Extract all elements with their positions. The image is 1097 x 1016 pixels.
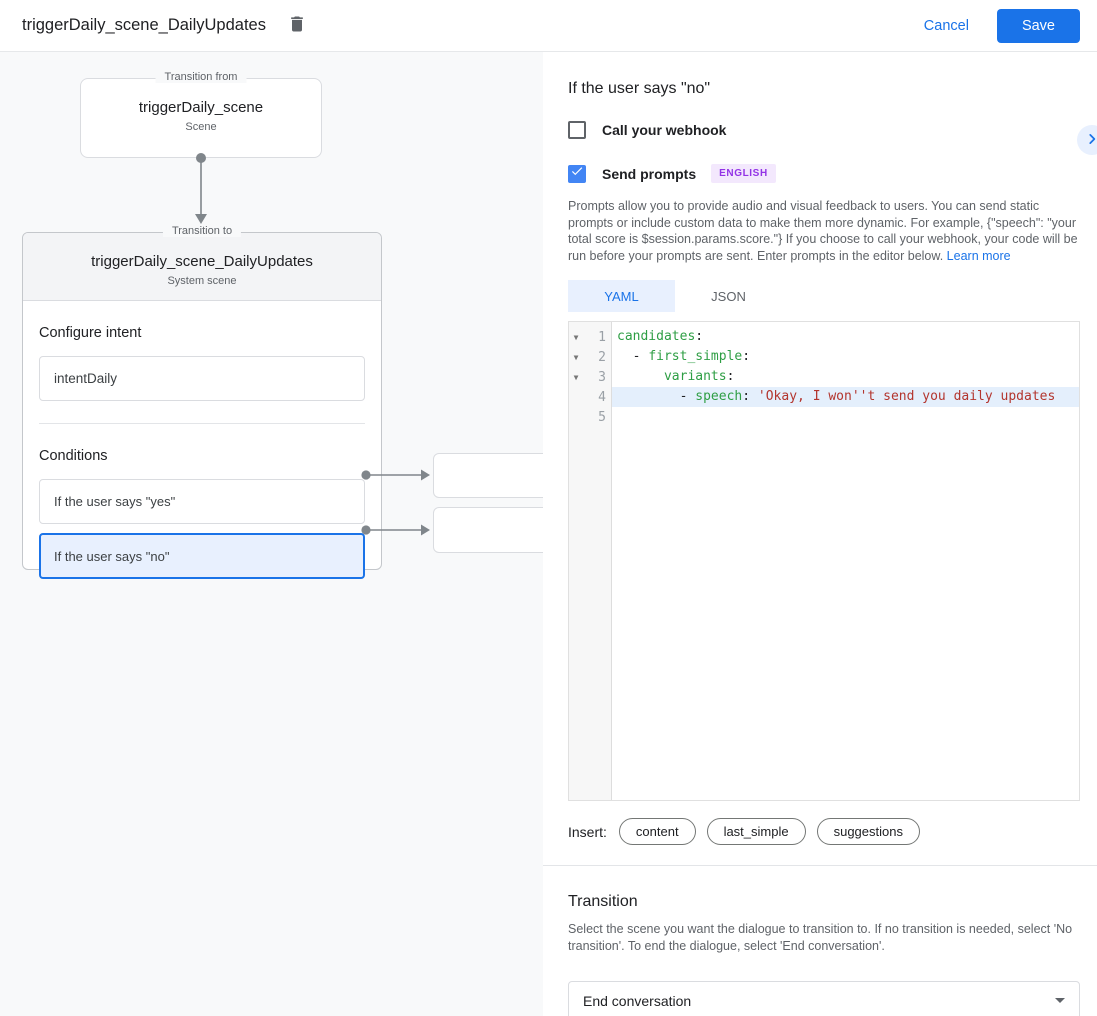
transition-select[interactable]: End conversation xyxy=(568,981,1080,1016)
code-line[interactable]: variants: xyxy=(663,369,735,384)
from-scene-type: Scene xyxy=(185,121,217,133)
gutter-row: ▼2 xyxy=(569,347,611,367)
transition-to-card: Transition to triggerDaily_scene_DailyUp… xyxy=(22,225,382,579)
scene-diagram-canvas: Transition from triggerDaily_scene Scene… xyxy=(0,52,543,1016)
page-title: triggerDaily_scene_DailyUpdates xyxy=(22,16,266,34)
line-number: 5 xyxy=(598,409,606,425)
condition-item-yes[interactable]: If the user says "yes" xyxy=(39,479,365,524)
configure-intent-label: Configure intent xyxy=(39,325,142,341)
send-prompts-checkbox[interactable] xyxy=(568,164,586,183)
prompts-description-text: Prompts allow you to provide audio and v… xyxy=(568,199,1078,263)
transition-section-title: Transition xyxy=(568,893,638,910)
fold-arrow-icon[interactable]: ▼ xyxy=(573,332,579,342)
webhook-checkbox-label: Call your webhook xyxy=(602,122,727,138)
condition-detail-panel: If the user says "no" Call your webhook … xyxy=(543,52,1097,1016)
to-scene-name: triggerDaily_scene_DailyUpdates xyxy=(91,253,313,270)
webhook-checkbox-row[interactable]: Call your webhook xyxy=(568,121,1080,139)
section-divider xyxy=(543,865,1097,866)
tab-json[interactable]: JSON xyxy=(675,280,782,312)
line-number: 4 xyxy=(598,389,606,405)
from-scene-name: triggerDaily_scene xyxy=(138,99,264,116)
gutter-row: 4 xyxy=(569,387,611,407)
card-divider xyxy=(39,423,365,424)
transition-from-node[interactable]: Transition from triggerDaily_scene Scene xyxy=(80,71,322,158)
condition-target-node[interactable] xyxy=(433,507,543,553)
chevron-right-icon xyxy=(1085,132,1097,149)
tab-yaml[interactable]: YAML xyxy=(568,280,675,312)
code-line[interactable]: - first_simple: xyxy=(617,349,751,364)
save-button[interactable]: Save xyxy=(996,8,1080,43)
to-scene-header: triggerDaily_scene_DailyUpdates System s… xyxy=(23,233,381,301)
send-prompts-checkbox-row[interactable]: Send prompts ENGLISH xyxy=(568,164,1080,183)
header-bar: triggerDaily_scene_DailyUpdates Cancel S… xyxy=(0,0,1097,52)
condition-panel-title: If the user says "no" xyxy=(568,80,711,97)
insert-label: Insert: xyxy=(568,823,607,840)
insert-chip-suggestions[interactable]: suggestions xyxy=(816,818,920,845)
condition-item-no[interactable]: If the user says "no" xyxy=(39,533,365,579)
editor-format-tabs: YAML JSON xyxy=(568,280,1080,312)
line-number: 1 xyxy=(598,329,606,345)
transition-description: Select the scene you want the dialogue t… xyxy=(568,922,1073,953)
dropdown-caret-icon xyxy=(1055,998,1065,1003)
cancel-button[interactable]: Cancel xyxy=(923,17,969,34)
line-number: 2 xyxy=(598,349,606,365)
to-scene-type: System scene xyxy=(167,275,237,287)
fold-arrow-icon[interactable]: ▼ xyxy=(573,352,579,362)
code-line[interactable]: candidates: xyxy=(617,329,704,344)
condition-target-node[interactable] xyxy=(433,453,543,498)
gutter-row: ▼3 xyxy=(569,367,611,387)
insert-chip-content[interactable]: content xyxy=(618,818,696,845)
delete-scene-button[interactable] xyxy=(284,13,310,39)
code-line[interactable]: - speech: 'Okay, I won''t send you daily… xyxy=(612,387,1079,407)
code-line[interactable] xyxy=(612,407,1079,427)
transition-from-legend: Transition from xyxy=(155,71,247,83)
transition-select-value: End conversation xyxy=(583,992,692,1009)
editor-code-area[interactable]: candidates: - first_simple: variants: - … xyxy=(612,322,1079,800)
insert-chip-last-simple[interactable]: last_simple xyxy=(706,818,806,845)
insert-row: Insert: content last_simple suggestions xyxy=(568,818,1080,845)
gutter-row: ▼1 xyxy=(569,327,611,347)
fold-arrow-icon[interactable]: ▼ xyxy=(573,372,579,382)
line-number: 3 xyxy=(598,369,606,385)
gutter-row: 5 xyxy=(569,407,611,427)
conditions-label: Conditions xyxy=(39,448,108,464)
learn-more-link[interactable]: Learn more xyxy=(946,248,1011,263)
transition-to-legend: Transition to xyxy=(162,225,242,237)
intent-item[interactable]: intentDaily xyxy=(39,356,365,401)
webhook-checkbox[interactable] xyxy=(568,121,586,139)
language-badge: ENGLISH xyxy=(711,164,776,183)
prompts-description: Prompts allow you to provide audio and v… xyxy=(568,198,1080,264)
trash-icon xyxy=(287,14,307,37)
checkmark-icon xyxy=(570,164,584,183)
collapse-panel-button[interactable] xyxy=(1077,125,1097,155)
send-prompts-label: Send prompts xyxy=(602,165,697,182)
